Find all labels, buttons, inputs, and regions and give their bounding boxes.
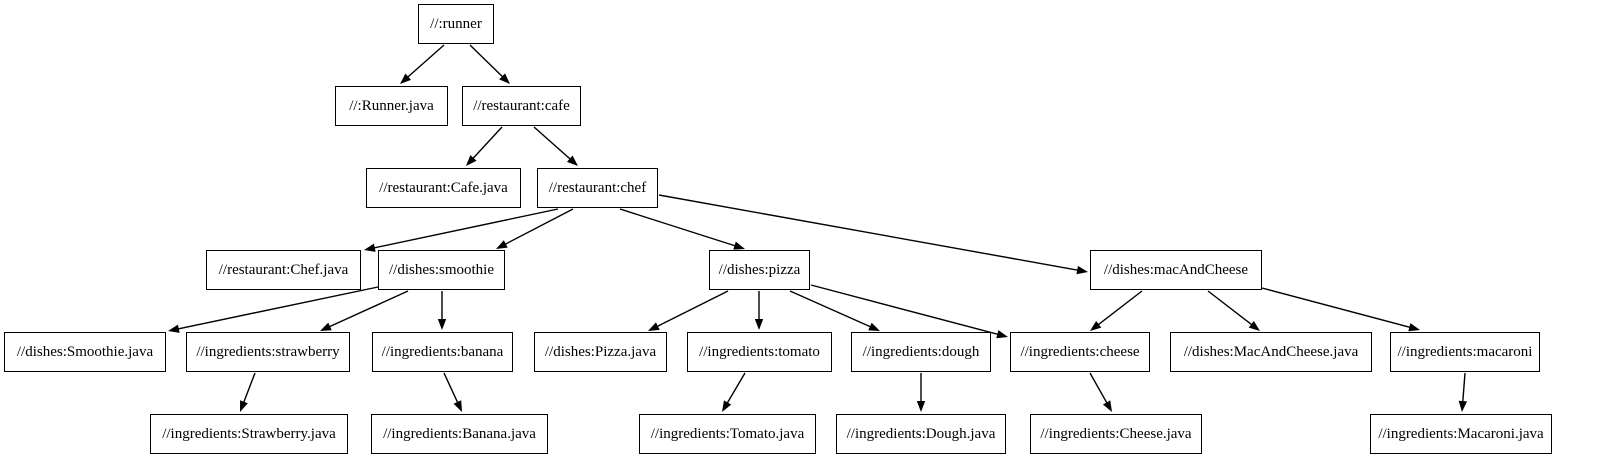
arrowhead-icon [1076, 265, 1088, 275]
arrowhead-icon [566, 155, 578, 166]
arrowhead-icon [437, 319, 447, 330]
arrowhead-icon [1408, 323, 1420, 332]
graph-node-label: //:runner [430, 15, 482, 32]
graph-edge-dishes_pizza-to-ing_cheese [810, 284, 1000, 336]
arrowhead-icon [996, 330, 1008, 339]
graph-node-banana_java[interactable]: //ingredients:Banana.java [371, 414, 548, 454]
graph-node-label: //dishes:Smoothie.java [16, 343, 154, 360]
graph-node-label: //ingredients:macaroni [1397, 343, 1533, 360]
graph-node-label: //ingredients:Macaroni.java [1378, 425, 1544, 442]
graph-node-label: //restaurant:Cafe.java [379, 179, 508, 196]
arrowhead-icon [400, 73, 412, 84]
graph-node-label: //:Runner.java [349, 97, 434, 114]
arrowhead-icon [868, 322, 880, 331]
graph-edge-restaurant_chef-to-dishes_pizza [619, 208, 737, 247]
graph-node-label: //dishes:MacAndCheese.java [1183, 343, 1359, 360]
graph-node-label: //ingredients:cheese [1020, 343, 1140, 360]
graph-edge-dishes_mac-to-ing_cheese [1096, 290, 1143, 327]
graph-node-label: //restaurant:cafe [473, 97, 570, 114]
graph-node-label: //ingredients:Cheese.java [1040, 425, 1192, 442]
graph-node-label: //ingredients:Banana.java [383, 425, 536, 442]
graph-node-label: //ingredients:dough [862, 343, 980, 360]
graph-node-ing_dough[interactable]: //ingredients:dough [851, 332, 991, 372]
arrowhead-icon [466, 155, 477, 166]
arrowhead-icon [320, 322, 332, 331]
arrowhead-icon [916, 401, 926, 412]
graph-node-label: //ingredients:Strawberry.java [162, 425, 336, 442]
arrowhead-icon [168, 324, 180, 333]
graph-node-label: //dishes:Pizza.java [544, 343, 657, 360]
graph-node-ing_tomato[interactable]: //ingredients:tomato [687, 332, 832, 372]
graph-node-ing_macaroni[interactable]: //ingredients:macaroni [1390, 332, 1540, 372]
graph-edge-ing_tomato-to-tomato_java [725, 372, 746, 405]
graph-node-restaurant_cafe[interactable]: //restaurant:cafe [462, 86, 581, 126]
graph-edge-ing_strawberry-to-strawberry_java [242, 372, 256, 404]
graph-edge-restaurant_cafe-to-cafe_java [471, 126, 503, 160]
graph-node-cafe_java[interactable]: //restaurant:Cafe.java [366, 168, 521, 208]
arrowhead-icon [499, 73, 510, 84]
arrowhead-icon [453, 400, 462, 412]
arrowhead-icon [364, 243, 376, 252]
graph-node-label: //restaurant:Chef.java [218, 261, 349, 278]
graph-edge-restaurant_chef-to-chef_java [372, 208, 559, 249]
graph-edge-restaurant_cafe-to-restaurant_chef [533, 126, 572, 161]
graph-node-dishes_mac[interactable]: //dishes:macAndCheese [1090, 250, 1262, 290]
arrowhead-icon [240, 400, 248, 412]
graph-node-cheese_java[interactable]: //ingredients:Cheese.java [1030, 414, 1202, 454]
arrowhead-icon [648, 322, 660, 331]
graph-node-label: //ingredients:Tomato.java [650, 425, 805, 442]
graph-edge-dishes_mac-to-mac_java [1207, 290, 1254, 327]
graph-node-ing_cheese[interactable]: //ingredients:cheese [1010, 332, 1150, 372]
arrowhead-icon [1102, 400, 1112, 412]
graph-node-runner_java[interactable]: //:Runner.java [335, 86, 448, 126]
arrowhead-icon [496, 240, 508, 249]
graph-node-chef_java[interactable]: //restaurant:Chef.java [206, 250, 361, 290]
arrowhead-icon [1458, 400, 1468, 412]
graph-edge-runner-to-runner_java [406, 44, 445, 79]
graph-node-smoothie_java[interactable]: //dishes:Smoothie.java [4, 332, 166, 372]
graph-edge-dishes_pizza-to-pizza_java [655, 290, 729, 328]
graph-node-dough_java[interactable]: //ingredients:Dough.java [836, 414, 1006, 454]
graph-edge-ing_cheese-to-cheese_java [1089, 372, 1109, 405]
graph-node-ing_banana[interactable]: //ingredients:banana [372, 332, 513, 372]
graph-edge-restaurant_chef-to-dishes_smoothie [503, 208, 574, 246]
arrowhead-icon [1248, 320, 1260, 331]
arrowhead-icon [1090, 320, 1102, 331]
graph-node-tomato_java[interactable]: //ingredients:Tomato.java [639, 414, 816, 454]
graph-edge-restaurant_chef-to-dishes_mac [658, 194, 1080, 272]
graph-edge-dishes_smoothie-to-smoothie_java [176, 286, 379, 330]
arrowhead-icon [733, 241, 745, 250]
graph-edge-runner-to-restaurant_cafe [469, 44, 505, 79]
graph-node-restaurant_chef[interactable]: //restaurant:chef [537, 168, 658, 208]
graph-node-label: //dishes:macAndCheese [1103, 261, 1249, 278]
graph-node-label: //ingredients:tomato [699, 343, 820, 360]
graph-node-mac_java[interactable]: //dishes:MacAndCheese.java [1170, 332, 1372, 372]
graph-edge-dishes_mac-to-ing_macaroni [1261, 287, 1412, 329]
graph-node-ing_strawberry[interactable]: //ingredients:strawberry [186, 332, 350, 372]
graph-node-strawberry_java[interactable]: //ingredients:Strawberry.java [150, 414, 348, 454]
graph-node-label: //ingredients:banana [381, 343, 504, 360]
arrowhead-icon [722, 400, 732, 412]
graph-edge-dishes_smoothie-to-ing_strawberry [327, 290, 409, 328]
graph-node-label: //restaurant:chef [548, 179, 647, 196]
graph-node-runner[interactable]: //:runner [418, 4, 494, 44]
graph-node-dishes_smoothie[interactable]: //dishes:smoothie [378, 250, 505, 290]
graph-node-label: //ingredients:strawberry [196, 343, 340, 360]
arrowhead-icon [754, 319, 764, 330]
graph-edge-dishes_pizza-to-ing_dough [789, 290, 873, 328]
graph-node-pizza_java[interactable]: //dishes:Pizza.java [534, 332, 667, 372]
graph-edge-ing_macaroni-to-macaroni_java [1461, 372, 1466, 404]
graph-node-label: //ingredients:Dough.java [846, 425, 996, 442]
graph-node-label: //dishes:smoothie [389, 261, 494, 278]
graph-node-dishes_pizza[interactable]: //dishes:pizza [709, 250, 810, 290]
graph-edge-ing_banana-to-banana_java [443, 372, 459, 405]
graph-node-macaroni_java[interactable]: //ingredients:Macaroni.java [1370, 414, 1552, 454]
graph-node-label: //dishes:pizza [718, 261, 801, 278]
